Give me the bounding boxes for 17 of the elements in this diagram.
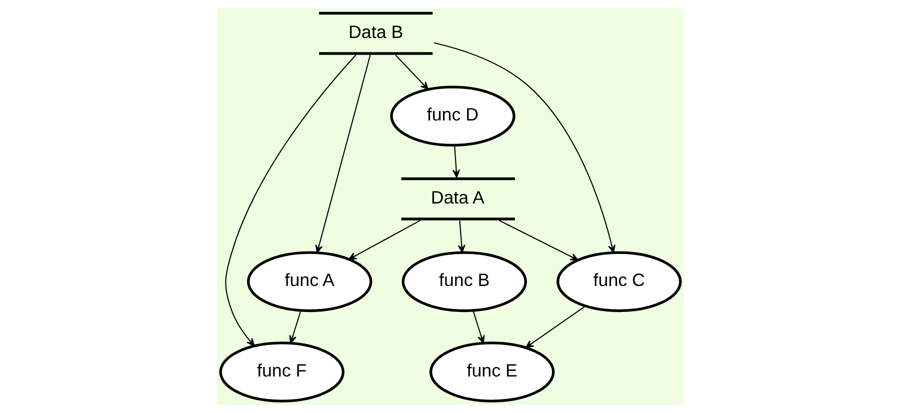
arrow <box>472 310 485 344</box>
arrow <box>395 54 429 90</box>
node-ellipse: func F <box>219 342 344 402</box>
node-text: Data A <box>430 187 484 208</box>
arrow <box>289 310 302 344</box>
arrow <box>498 220 578 261</box>
node-ellipse: func D <box>390 86 516 147</box>
arrow <box>315 54 371 254</box>
node-ellipse: func B <box>402 251 527 312</box>
arrow <box>348 220 420 260</box>
arrow <box>458 220 466 253</box>
node-text: Data B <box>348 22 404 42</box>
arrow <box>452 145 460 178</box>
arrow <box>525 306 586 348</box>
arrow <box>225 54 356 346</box>
arrow <box>434 42 616 254</box>
node-ellipse: func E <box>429 342 555 402</box>
